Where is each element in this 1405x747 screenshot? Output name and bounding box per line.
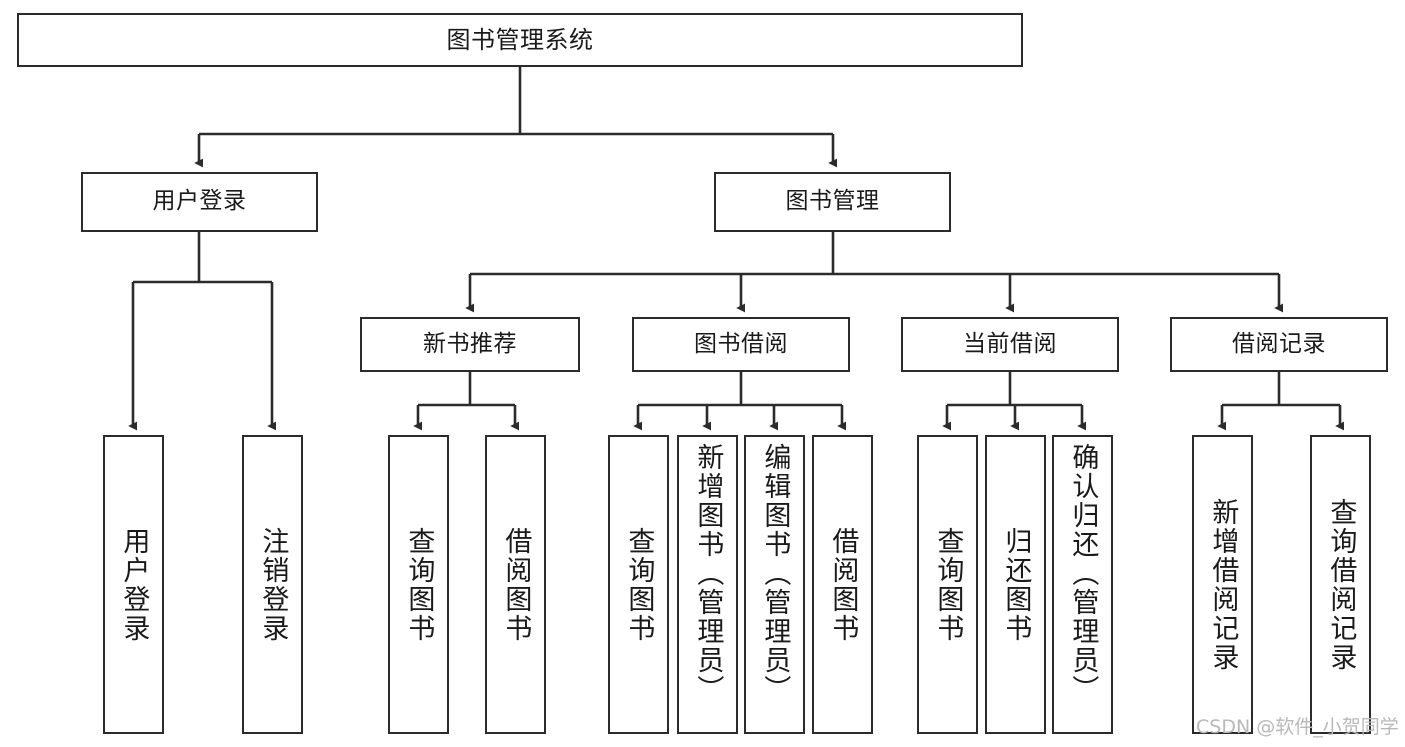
node-label: 新增借阅记录	[1207, 497, 1239, 672]
node-label: 借阅记录	[1232, 330, 1326, 357]
leaf-add-book-admin[interactable]: 新增图书（管理员）	[677, 435, 738, 734]
leaf-query-borrow-record[interactable]: 查询借阅记录	[1310, 435, 1371, 734]
leaf-logout[interactable]: 注销登录	[242, 435, 303, 734]
node-label: 新书推荐	[423, 330, 517, 357]
leaf-add-borrow-record[interactable]: 新增借阅记录	[1192, 435, 1253, 734]
node-label: 用户登录	[118, 526, 150, 643]
leaf-borrow-book-borrowing[interactable]: 借阅图书	[812, 435, 873, 734]
node-borrow-records[interactable]: 借阅记录	[1170, 317, 1388, 372]
node-current-borrowing[interactable]: 当前借阅	[901, 317, 1119, 372]
node-book-management[interactable]: 图书管理	[714, 172, 951, 232]
node-new-book-recommendation[interactable]: 新书推荐	[360, 317, 580, 372]
node-label: 注销登录	[257, 526, 289, 643]
leaf-confirm-return-admin[interactable]: 确认归还（管理员）	[1052, 435, 1113, 734]
watermark-text: CSDN @软件_小贺同学	[1196, 716, 1399, 738]
node-label: 查询图书	[623, 526, 655, 643]
node-label: 图书管理系统	[446, 25, 594, 54]
node-root-system[interactable]: 图书管理系统	[17, 13, 1023, 67]
node-label: 查询图书	[932, 526, 964, 643]
leaf-query-book-current[interactable]: 查询图书	[917, 435, 978, 734]
node-user-login[interactable]: 用户登录	[81, 172, 318, 232]
node-label: 查询借阅记录	[1325, 497, 1357, 672]
leaf-query-book-borrowing[interactable]: 查询图书	[608, 435, 669, 734]
node-label: 当前借阅	[963, 330, 1057, 357]
node-label: 归还图书	[1000, 526, 1032, 643]
leaf-borrow-book-recommendation[interactable]: 借阅图书	[485, 435, 546, 734]
leaf-query-book-recommendation[interactable]: 查询图书	[388, 435, 449, 734]
node-label: 图书借阅	[694, 330, 788, 357]
node-book-borrowing[interactable]: 图书借阅	[632, 317, 850, 372]
node-label: 新增图书（管理员）	[692, 443, 724, 704]
node-label: 查询图书	[403, 526, 435, 643]
node-label: 确认归还（管理员）	[1067, 443, 1099, 704]
leaf-edit-book-admin[interactable]: 编辑图书（管理员）	[744, 435, 805, 734]
leaf-user-login[interactable]: 用户登录	[103, 435, 164, 734]
node-label: 编辑图书（管理员）	[759, 443, 791, 704]
node-label: 用户登录	[152, 188, 247, 215]
leaf-return-book[interactable]: 归还图书	[985, 435, 1046, 734]
node-label: 图书管理	[785, 188, 880, 215]
node-label: 借阅图书	[827, 526, 859, 643]
node-label: 借阅图书	[500, 526, 532, 643]
